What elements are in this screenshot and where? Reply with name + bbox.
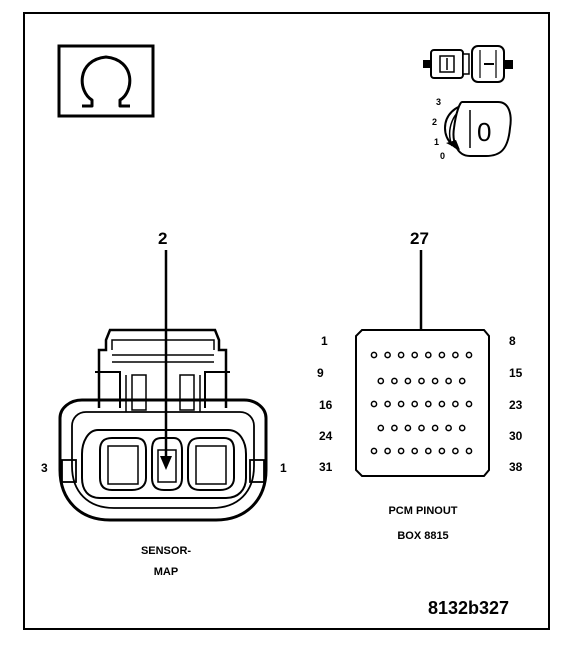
sensor-label-line1: SENSOR- bbox=[140, 545, 192, 557]
pcm-row-label-left-5: 31 bbox=[319, 460, 333, 474]
pcm-pin-23 bbox=[465, 400, 473, 408]
pcm-pin-30 bbox=[458, 424, 466, 432]
pcm-label-line2: BOX 8815 bbox=[397, 530, 449, 542]
pcm-pin-6 bbox=[438, 351, 446, 359]
ignition-position-0: 0 bbox=[440, 151, 446, 161]
pcm-pin-21 bbox=[438, 400, 446, 408]
pcm-pin-3 bbox=[397, 351, 405, 359]
pcm-pin-36 bbox=[438, 447, 446, 455]
pcm-row-label-left-4: 24 bbox=[319, 429, 333, 443]
pcm-pin-14 bbox=[445, 377, 452, 385]
pcm-pin-4 bbox=[411, 351, 419, 359]
pcm-pin-2 bbox=[384, 351, 391, 359]
figure-id: 8132b327 bbox=[428, 598, 510, 618]
sensor-pin-callout: 2 bbox=[158, 229, 168, 248]
pcm-pin-26 bbox=[404, 424, 412, 432]
pcm-row-label-right-1: 8 bbox=[509, 334, 516, 348]
ignition-switch-icon bbox=[444, 101, 512, 157]
pcm-row-label-right-3: 23 bbox=[509, 398, 523, 412]
ignition-position-1: 1 bbox=[434, 137, 440, 147]
map-sensor-connector bbox=[58, 328, 268, 522]
pcm-pin-10 bbox=[391, 377, 398, 385]
pcm-pin-29 bbox=[445, 424, 452, 432]
pcm-row-label-left-3: 16 bbox=[319, 398, 333, 412]
pcm-pin-25 bbox=[391, 424, 398, 432]
pcm-pin-24 bbox=[377, 424, 385, 432]
pcm-row-label-right-2: 15 bbox=[509, 366, 523, 380]
disconnect-connector-icon bbox=[423, 45, 513, 83]
pcm-pinout-box bbox=[355, 329, 490, 477]
pcm-pin-18 bbox=[397, 400, 405, 408]
diagram-frame bbox=[23, 12, 550, 630]
pcm-pin-5 bbox=[424, 351, 432, 359]
pcm-pin-8 bbox=[465, 351, 473, 359]
sensor-pin-arrow bbox=[160, 250, 172, 470]
pcm-pin-19 bbox=[411, 400, 419, 408]
pcm-pin-31 bbox=[370, 447, 378, 455]
sensor-pin-left-label: 3 bbox=[41, 461, 48, 475]
pcm-pin-1 bbox=[370, 351, 378, 359]
pcm-pin-16 bbox=[370, 400, 378, 408]
pcm-pin-22 bbox=[452, 400, 459, 408]
pcm-row-label-right-5: 38 bbox=[509, 460, 523, 474]
pcm-row-label-left-1: 1 bbox=[321, 334, 328, 348]
ignition-position-2: 2 bbox=[432, 117, 438, 127]
pcm-pin-34 bbox=[411, 447, 419, 455]
pcm-pin-callout: 27 bbox=[410, 229, 429, 248]
pcm-pin-27 bbox=[418, 424, 425, 432]
ignition-key-label: 0 bbox=[477, 117, 492, 147]
pcm-pin-12 bbox=[418, 377, 425, 385]
pcm-pin-11 bbox=[404, 377, 412, 385]
pcm-pin-9 bbox=[377, 377, 385, 385]
pcm-pin-35 bbox=[424, 447, 432, 455]
pcm-pin-grid bbox=[370, 351, 473, 455]
pcm-pin-17 bbox=[384, 400, 391, 408]
pcm-pin-15 bbox=[458, 377, 466, 385]
pcm-pin-13 bbox=[431, 377, 439, 385]
pcm-row-label-left-2: 9 bbox=[317, 366, 324, 380]
sensor-pin-right-label: 1 bbox=[280, 461, 287, 475]
ohm-icon bbox=[57, 44, 155, 118]
pcm-pin-32 bbox=[384, 447, 391, 455]
pcm-pin-37 bbox=[452, 447, 459, 455]
sensor-label-line2: MAP bbox=[153, 566, 179, 578]
pcm-pin-38 bbox=[465, 447, 473, 455]
pcm-row-label-right-4: 30 bbox=[509, 429, 523, 443]
pcm-label-line1: PCM PINOUT bbox=[388, 505, 458, 517]
pcm-pin-7 bbox=[452, 351, 459, 359]
ignition-position-3: 3 bbox=[436, 97, 442, 107]
pcm-pin-20 bbox=[424, 400, 432, 408]
pcm-pin-33 bbox=[397, 447, 405, 455]
pcm-pin-28 bbox=[431, 424, 439, 432]
